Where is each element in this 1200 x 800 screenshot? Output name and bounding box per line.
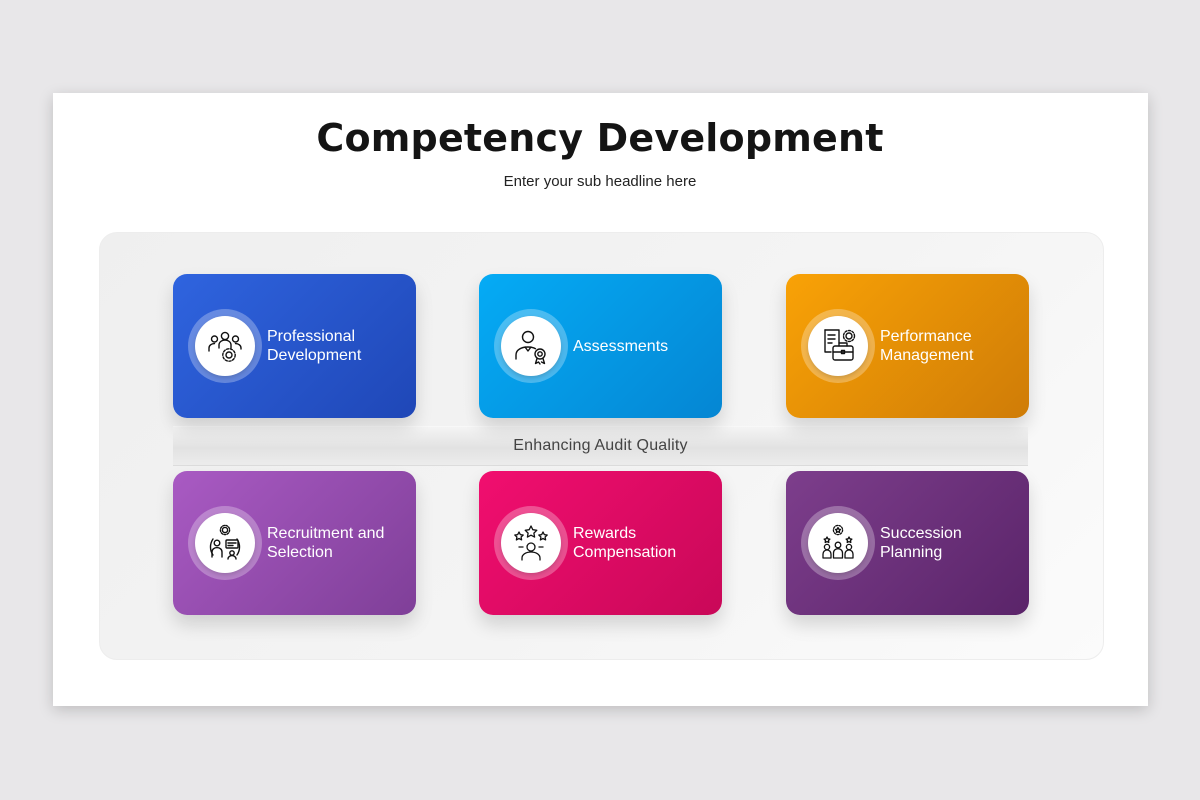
card-label: Assessments — [573, 337, 669, 355]
icon-ring — [801, 309, 875, 383]
card-performance-management[interactable]: Performance Management — [786, 274, 1029, 418]
icon-disc — [808, 513, 868, 573]
card-label: Succession Planning — [880, 525, 962, 561]
icon-disc — [195, 316, 255, 376]
card-professional-development[interactable]: Professional Development — [173, 274, 416, 418]
icon-ring — [494, 309, 568, 383]
icon-disc — [195, 513, 255, 573]
icon-disc — [501, 316, 561, 376]
icon-ring — [801, 506, 875, 580]
icon-ring — [188, 309, 262, 383]
icon-disc — [808, 316, 868, 376]
person-badge-icon — [515, 330, 546, 365]
card-succession-planning[interactable]: Succession Planning — [786, 471, 1029, 615]
card-label: Professional Development — [267, 328, 362, 364]
page-subtitle: Enter your sub headline here — [503, 173, 697, 190]
briefcase-gear-icon — [824, 329, 856, 361]
card-rewards-compensation[interactable]: Rewards Compensation — [479, 471, 722, 615]
icon-disc — [501, 513, 561, 573]
card-label: Performance Management — [880, 328, 974, 364]
person-stars-icon — [514, 525, 548, 561]
icon-ring — [494, 506, 568, 580]
card-assessments[interactable]: Assessments — [479, 274, 722, 418]
page-title: Competency Development — [316, 116, 884, 160]
icon-ring — [188, 506, 262, 580]
card-recruitment-selection[interactable]: Recruitment and Selection — [173, 471, 416, 615]
card-label: Rewards Compensation — [573, 525, 677, 561]
recruitment-icon — [209, 524, 241, 560]
team-star-icon — [822, 524, 854, 559]
center-label-bar: Enhancing Audit Quality — [173, 426, 1028, 466]
team-gear-icon — [208, 331, 242, 362]
card-label: Recruitment and Selection — [267, 525, 385, 561]
